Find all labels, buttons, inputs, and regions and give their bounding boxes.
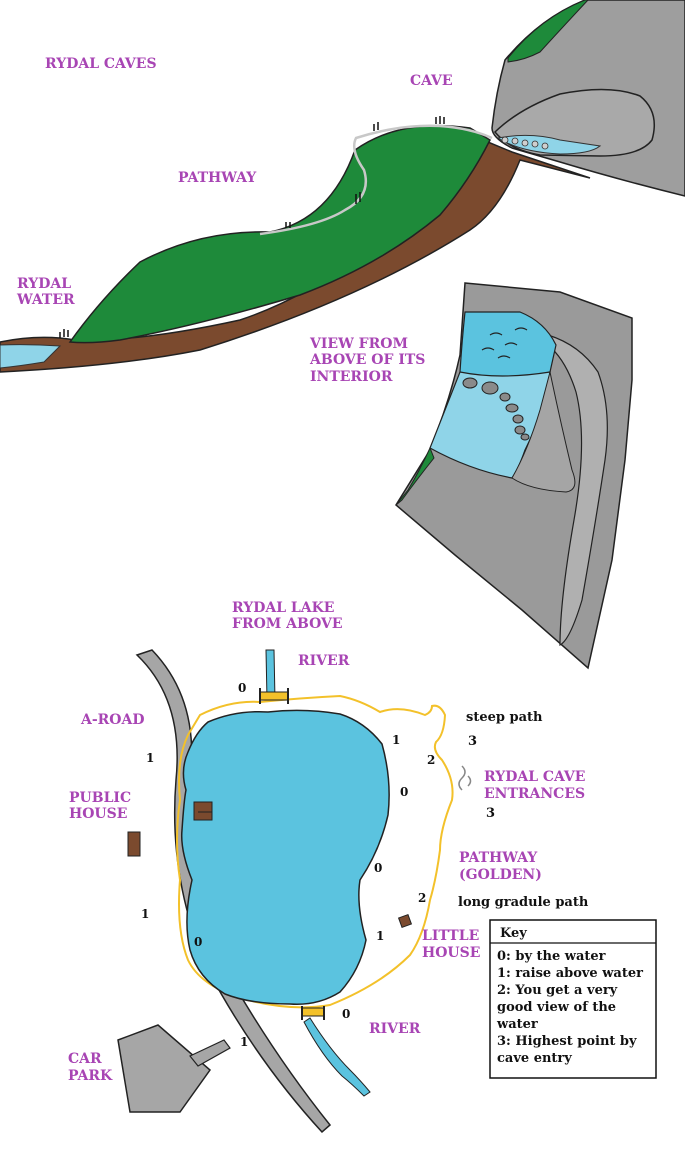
bridge-bottom <box>301 1006 325 1020</box>
cave-entrances-icon <box>458 765 472 791</box>
cross-section: RYDAL CAVES CAVE PATHWAY RYDAL WATER <box>0 0 685 373</box>
marker-4: 1 <box>141 907 149 921</box>
marker-5: 2 <box>427 753 435 767</box>
interior-view: VIEW FROM ABOVE OF ITS INTERIOR <box>309 282 633 670</box>
little-house-label-2: HOUSE <box>422 945 480 961</box>
rydal-caves-title: RYDAL CAVES <box>45 56 157 72</box>
interior-stones <box>462 377 530 441</box>
key-box: Key 0: by the water 1: raise above water… <box>489 919 657 1079</box>
key-line-4: water <box>496 1017 538 1032</box>
map-title-2: FROM ABOVE <box>232 616 343 632</box>
interior-ripples <box>481 327 528 359</box>
pathway-label: PATHWAY <box>178 170 257 186</box>
cave-stepping-stones <box>501 136 549 150</box>
cave-label: CAVE <box>410 73 453 89</box>
key-line-1: 1: raise above water <box>497 966 643 981</box>
path-posts <box>59 116 445 338</box>
car-park-label-2: PARK <box>68 1068 113 1084</box>
little-house <box>397 913 413 929</box>
rock-grass-cap <box>507 0 589 63</box>
interior-grey-slope <box>511 371 576 493</box>
key-line-2: 2: You get a very <box>497 983 618 998</box>
rydal-water-label-1: RYDAL <box>17 276 71 292</box>
marker-6: 0 <box>374 861 382 875</box>
interior-label-3: INTERIOR <box>310 369 393 385</box>
car-park-access <box>189 1039 231 1067</box>
pathway-line <box>259 124 493 236</box>
marker-12: 3 <box>486 806 495 821</box>
marker-11: 3 <box>468 734 477 749</box>
public-house <box>127 831 141 857</box>
golden-pathway <box>176 694 454 1009</box>
marker-10: 1 <box>240 1035 248 1049</box>
long-path-label: long gradule path <box>458 895 589 910</box>
interior-label-1: VIEW FROM <box>309 336 408 352</box>
interior-grass-edge <box>395 446 435 506</box>
little-house-label-1: LITTLE <box>422 928 479 944</box>
lake-house <box>193 801 213 821</box>
public-house-label-2: HOUSE <box>69 806 127 822</box>
marker-9: 2 <box>418 891 426 905</box>
rydal-water <box>0 344 62 369</box>
key-title: Key <box>500 926 527 941</box>
marker-2: 1 <box>392 733 400 747</box>
a-road-label: A-ROAD <box>80 712 145 728</box>
grass-hill <box>68 124 491 344</box>
key-line-0: 0: by the water <box>497 949 606 964</box>
steep-path-label: steep path <box>466 710 543 725</box>
marker-7: 0 <box>194 935 202 949</box>
marker-3: 0 <box>400 785 408 799</box>
pathway-golden-label-2: (GOLDEN) <box>459 867 542 883</box>
marker-1: 1 <box>146 751 154 765</box>
cave-entrances-label-1: RYDAL CAVE <box>484 769 585 785</box>
key-line-3: good view of the <box>497 1000 616 1015</box>
marker-0: 0 <box>238 681 246 695</box>
map-title-1: RYDAL LAKE <box>232 600 334 616</box>
marker-13: 0 <box>342 1007 350 1021</box>
river-bottom <box>303 1017 371 1097</box>
key-line-5: 3: Highest point by <box>497 1034 637 1049</box>
pathway-golden-label-1: PATHWAY <box>459 850 538 866</box>
marker-8: 1 <box>376 929 384 943</box>
rydal-lake <box>180 709 390 1005</box>
car-park-label-1: CAR <box>68 1051 102 1067</box>
lake-map: RYDAL LAKE FROM ABOVE RIVER A-ROAD PUBLI… <box>68 600 589 1134</box>
key-line-6: cave entry <box>497 1051 572 1066</box>
interior-label-2: ABOVE OF ITS <box>309 352 425 368</box>
river-top-label: RIVER <box>298 653 350 669</box>
car-park <box>117 1024 212 1113</box>
bridge-top <box>259 688 289 704</box>
rydal-water-label-2: WATER <box>16 292 75 308</box>
cave-entrances-label-2: ENTRANCES <box>484 786 585 802</box>
river-bottom-label: RIVER <box>369 1021 421 1037</box>
public-house-label-1: PUBLIC <box>69 790 131 806</box>
interior-inner-rock <box>547 334 608 646</box>
